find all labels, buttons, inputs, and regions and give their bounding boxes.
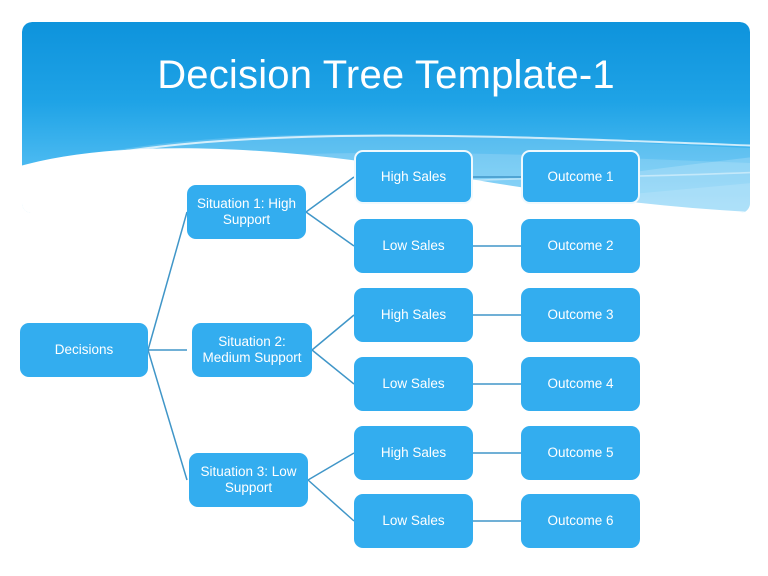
node-sales-2[interactable]: Low Sales — [354, 219, 473, 273]
node-sales-5[interactable]: High Sales — [354, 426, 473, 480]
node-outcome-3-label: Outcome 3 — [547, 306, 614, 322]
node-outcome-1[interactable]: Outcome 1 — [521, 150, 640, 204]
node-outcome-2-label: Outcome 2 — [547, 237, 614, 253]
node-situation-2-label: Situation 2: Medium Support — [202, 333, 302, 365]
connector-situation-3-to-high-sales — [307, 452, 355, 481]
connector-situation-2-to-high-sales — [311, 314, 355, 351]
node-outcome-6-label: Outcome 6 — [547, 512, 614, 528]
connector-root-to-situation-1 — [147, 211, 188, 351]
node-situation-3[interactable]: Situation 3: Low Support — [189, 453, 308, 507]
node-sales-4-label: Low Sales — [382, 375, 445, 391]
node-sales-6-label: Low Sales — [382, 512, 445, 528]
node-decisions[interactable]: Decisions — [20, 323, 148, 377]
node-sales-3-label: High Sales — [380, 306, 447, 322]
node-decisions-label: Decisions — [54, 341, 114, 357]
node-sales-3[interactable]: High Sales — [354, 288, 473, 342]
node-situation-1-label: Situation 1: High Support — [196, 195, 297, 227]
node-outcome-1-label: Outcome 1 — [547, 168, 614, 184]
node-outcome-2[interactable]: Outcome 2 — [521, 219, 640, 273]
node-outcome-3[interactable]: Outcome 3 — [521, 288, 640, 342]
node-outcome-4-label: Outcome 4 — [547, 375, 614, 391]
node-outcome-5-label: Outcome 5 — [547, 444, 614, 460]
node-sales-4[interactable]: Low Sales — [354, 357, 473, 411]
connector-root-to-situation-3 — [147, 349, 188, 481]
node-situation-3-label: Situation 3: Low Support — [200, 463, 297, 495]
connector-situation-1-to-high-sales — [305, 176, 355, 213]
connector-situation-2-to-low-sales — [311, 349, 355, 385]
node-outcome-5[interactable]: Outcome 5 — [521, 426, 640, 480]
node-sales-1-label: High Sales — [380, 168, 447, 184]
connector-situation-3-to-low-sales — [307, 479, 355, 522]
node-sales-2-label: Low Sales — [382, 237, 445, 253]
node-sales-5-label: High Sales — [380, 444, 447, 460]
node-sales-6[interactable]: Low Sales — [354, 494, 473, 548]
connector-situation-1-to-low-sales — [305, 211, 355, 247]
node-outcome-4[interactable]: Outcome 4 — [521, 357, 640, 411]
node-situation-2[interactable]: Situation 2: Medium Support — [192, 323, 312, 377]
node-sales-1[interactable]: High Sales — [354, 150, 473, 204]
node-outcome-6[interactable]: Outcome 6 — [521, 494, 640, 548]
node-situation-1[interactable]: Situation 1: High Support — [187, 185, 306, 239]
